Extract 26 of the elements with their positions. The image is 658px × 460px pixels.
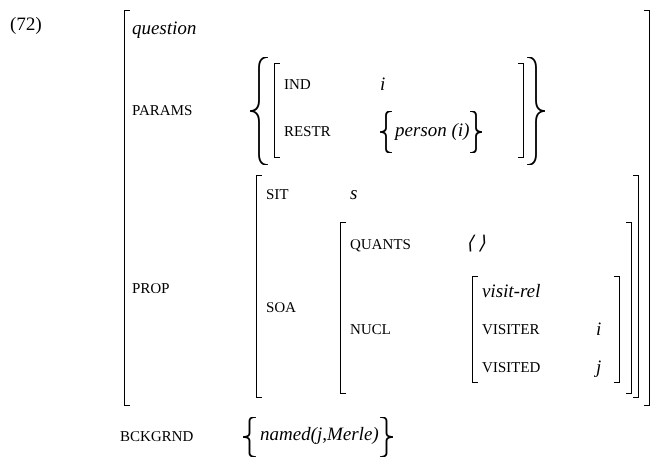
attribute-label: SOA	[266, 301, 296, 316]
value-text: named(j,Merle)	[260, 425, 379, 444]
value-text: s	[350, 184, 358, 203]
value-text: j	[596, 358, 602, 377]
attribute-label: NUCL	[350, 323, 391, 338]
attribute-label: PARAMS	[132, 104, 192, 119]
value-text: question	[132, 19, 196, 38]
value-text: ⟨ ⟩	[466, 234, 485, 253]
attribute-label: VISITED	[482, 361, 540, 376]
value-text: i	[380, 75, 386, 94]
attribute-label: VISITER	[482, 323, 540, 338]
attribute-label: RESTR	[284, 125, 331, 140]
attribute-label: BCKGRND	[120, 430, 194, 445]
value-text: i	[596, 320, 602, 339]
attribute-value-matrix	[472, 276, 620, 383]
example-number: (72)	[10, 15, 42, 34]
value-text: visit-rel	[482, 282, 540, 301]
attribute-value-matrix	[256, 175, 639, 398]
attribute-value-matrix	[124, 10, 650, 406]
attribute-label: SIT	[266, 188, 288, 203]
value-text: person (i)	[395, 121, 470, 140]
attribute-label: PROP	[132, 282, 170, 297]
attribute-label: IND	[284, 78, 311, 93]
attribute-label: QUANTS	[350, 238, 411, 253]
attribute-value-matrix	[340, 222, 632, 394]
attribute-value-matrix	[274, 63, 524, 158]
